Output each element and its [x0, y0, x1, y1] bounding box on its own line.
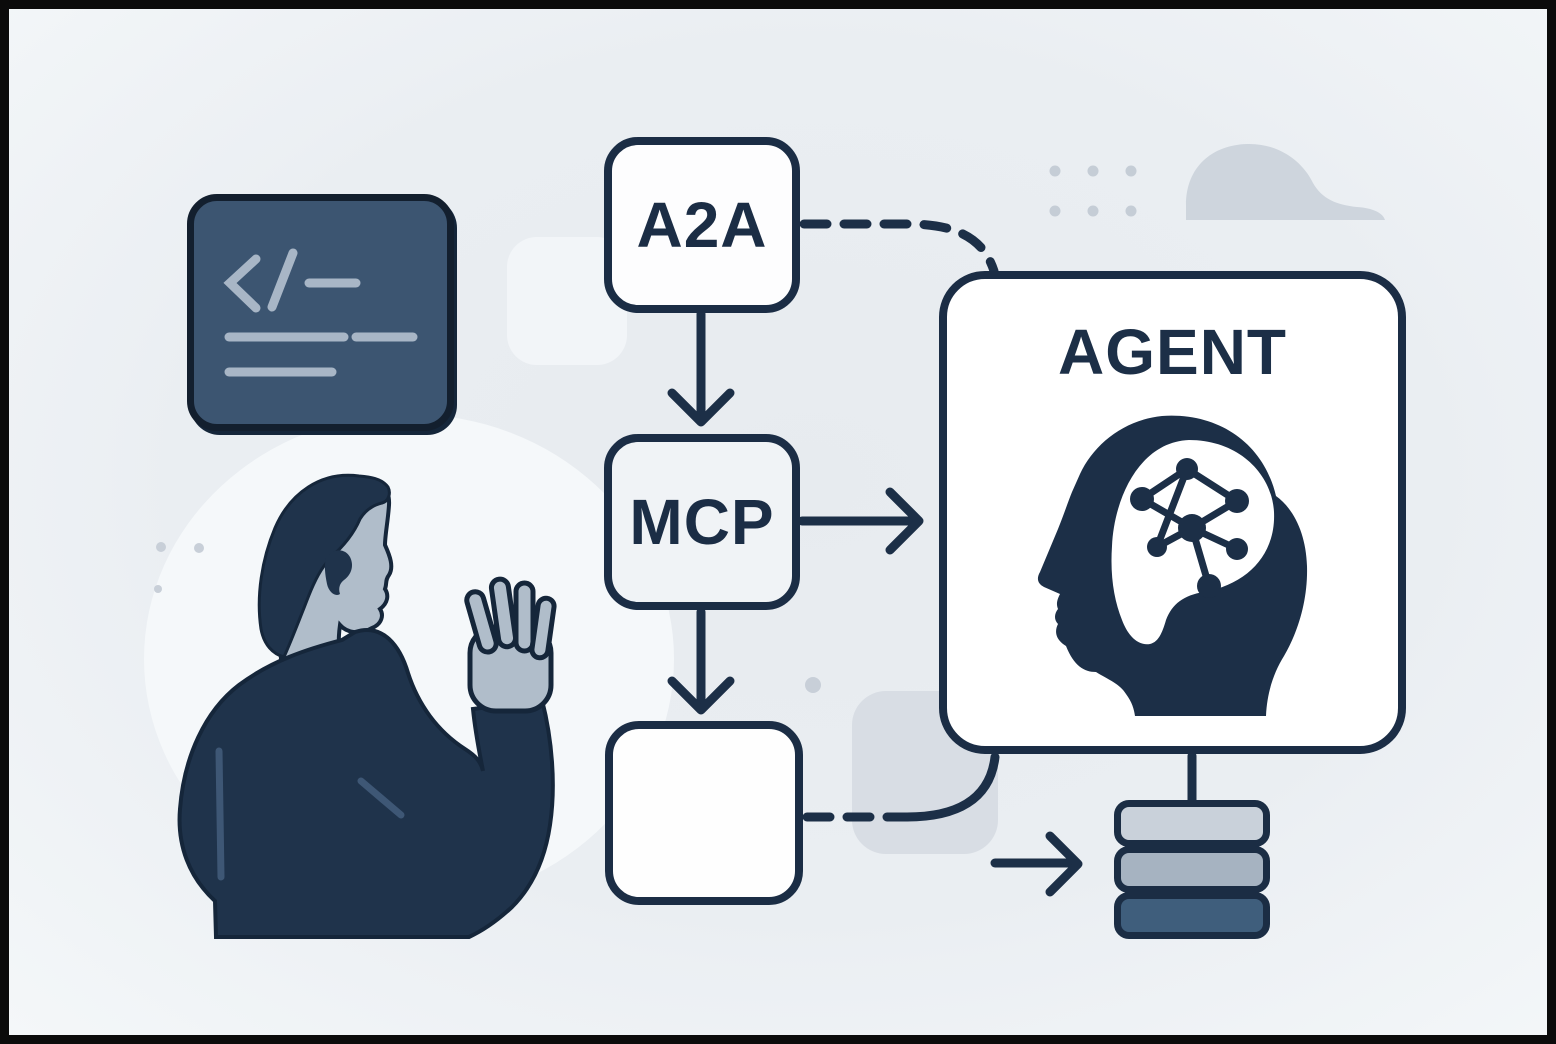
person-ear: [324, 550, 352, 595]
agent-label: AGENT: [1058, 316, 1287, 388]
flow-node-a2a: A2A: [604, 137, 800, 313]
flow-node-mcp: MCP: [604, 434, 800, 610]
finger-4: [529, 595, 557, 661]
cloud-icon: [1186, 143, 1385, 220]
database-layer-middle: [1114, 846, 1270, 893]
person-illustration: [177, 473, 557, 939]
finger-3: [513, 580, 536, 654]
neural-network-icon: [1130, 458, 1249, 598]
network-node: [1130, 487, 1154, 511]
network-node: [1225, 489, 1249, 513]
sweater-back-seam: [215, 747, 225, 881]
finger-2: [488, 576, 519, 650]
finger-1: [464, 589, 499, 655]
code-chevron-icon: [223, 254, 261, 313]
code-snippet-icon: [187, 194, 454, 431]
person-hand: [464, 576, 557, 714]
connector-lines: [667, 219, 1197, 897]
network-node: [1176, 458, 1198, 480]
head-silhouette: [1037, 415, 1308, 716]
person-hair: [257, 473, 391, 659]
network-node: [1147, 537, 1167, 557]
light-rounded-blob: [507, 237, 627, 365]
flow-node-mcp-label: MCP: [629, 486, 775, 558]
network-node: [1197, 574, 1221, 598]
arrowhead-down-2: [667, 676, 735, 715]
dot-grid-icon: [1049, 165, 1137, 217]
arrowhead-right-2: [1045, 831, 1083, 897]
arrowhead-right-1: [885, 487, 924, 555]
flow-node-empty: [605, 721, 803, 905]
dashed-link-a2a-to-agent: [799, 219, 999, 276]
agent-box: AGENT: [939, 271, 1406, 754]
flow-node-a2a-label: A2A: [636, 189, 768, 261]
network-node: [1226, 538, 1248, 560]
network-node: [1178, 514, 1206, 542]
database-icon: [1114, 800, 1270, 939]
agent-head-icon: [1037, 415, 1308, 716]
sweater-arm-seam: [357, 777, 405, 819]
database-layer-top: [1114, 800, 1270, 847]
curve-tool-to-agent: [902, 752, 1000, 822]
arrowhead-down-1: [667, 388, 735, 427]
code-lines: [223, 248, 418, 377]
code-slash-icon: [267, 248, 298, 312]
database-layer-bottom: [1114, 892, 1270, 939]
